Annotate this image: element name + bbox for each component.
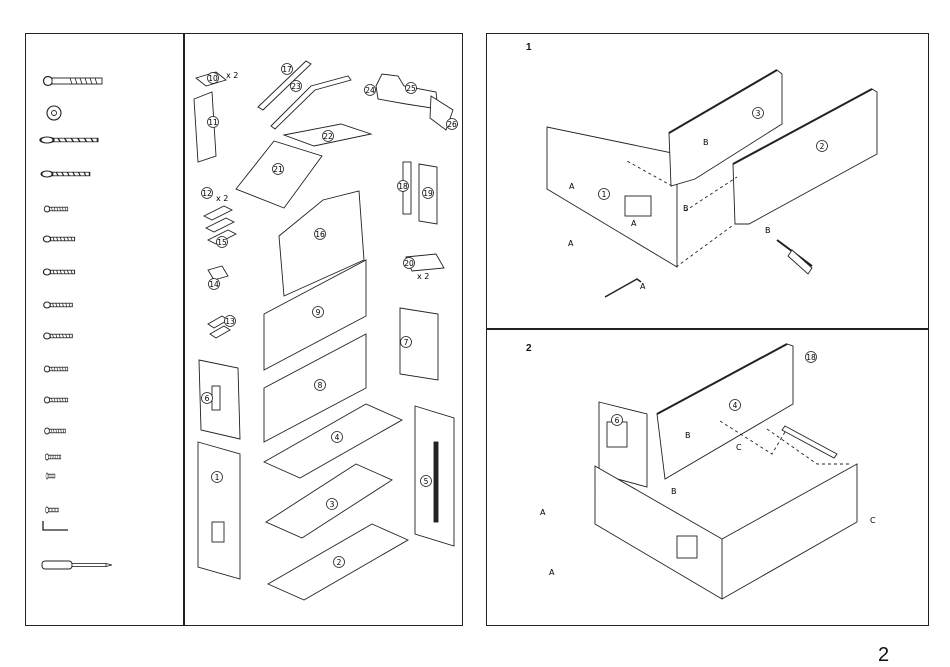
fastener-label: A	[640, 282, 646, 291]
fastener-label: B	[685, 431, 691, 440]
fastener-label: A	[569, 182, 575, 191]
part-number: 24	[365, 86, 375, 95]
fastener-label: B	[703, 138, 709, 147]
screwdriver-icon	[42, 561, 112, 569]
part-number: 12	[202, 189, 212, 198]
part-number: 3	[330, 500, 335, 509]
fastener-label: A	[540, 508, 546, 517]
part-number: 6	[615, 416, 620, 425]
quantity-label: x 2	[417, 272, 429, 281]
fastener-label: A	[549, 568, 555, 577]
screw-icon	[40, 137, 97, 513]
bolt-icon	[44, 77, 103, 86]
quantity-label: x 2	[226, 71, 238, 80]
part-number: 6	[205, 394, 210, 403]
allen-key-icon	[43, 521, 68, 530]
fastener-label: B	[683, 204, 689, 213]
part-number: 4	[335, 433, 340, 442]
fastener-label: C	[870, 516, 876, 525]
fastener-label: A	[631, 219, 637, 228]
assembly-steps-panel: 1 2 1 3 2 A A A	[486, 33, 929, 626]
part-number: 2	[820, 142, 825, 151]
part-number: 17	[282, 65, 292, 74]
assembly-drawing: 1 3 2 A A A A B B B	[487, 34, 930, 627]
part-number: 9	[316, 308, 321, 317]
part-number: 13	[225, 317, 235, 326]
part-number: 18	[806, 353, 816, 362]
part-number: 10	[208, 74, 218, 83]
part-number: 21	[273, 165, 283, 174]
page-number: 2	[878, 644, 889, 667]
part-number: 25	[406, 84, 416, 93]
parts-overview-panel: 10 11 17 23 22 21 24 25 26 16 18 19 20 1…	[25, 33, 463, 626]
part-number: 4	[733, 401, 738, 410]
part-number: 15	[217, 238, 227, 247]
part-number: 7	[404, 338, 409, 347]
fastener-label: B	[671, 487, 677, 496]
part-number: 14	[209, 280, 219, 289]
part-number: 23	[291, 82, 301, 91]
part-number: 8	[318, 381, 323, 390]
quantity-label: x 2	[216, 194, 228, 203]
cam-nut-icon	[47, 106, 61, 120]
part-number: 20	[404, 259, 414, 268]
fastener-label: B	[765, 226, 771, 235]
part-number: 1	[602, 190, 607, 199]
part-number: 26	[447, 120, 457, 129]
part-number: 18	[398, 182, 408, 191]
step-1-diagram	[547, 70, 877, 297]
part-number: 22	[323, 132, 333, 141]
part-number: 2	[337, 558, 342, 567]
part-number: 3	[756, 109, 761, 118]
fastener-label: A	[568, 239, 574, 248]
fastener-label: C	[736, 443, 742, 452]
part-number: 19	[423, 189, 433, 198]
part-number: 16	[315, 230, 325, 239]
step-2-diagram	[595, 344, 857, 599]
part-number: 5	[424, 477, 429, 486]
parts-drawing: 10 11 17 23 22 21 24 25 26 16 18 19 20 1…	[26, 34, 464, 627]
part-number: 11	[208, 118, 218, 127]
part-number: 1	[215, 473, 220, 482]
